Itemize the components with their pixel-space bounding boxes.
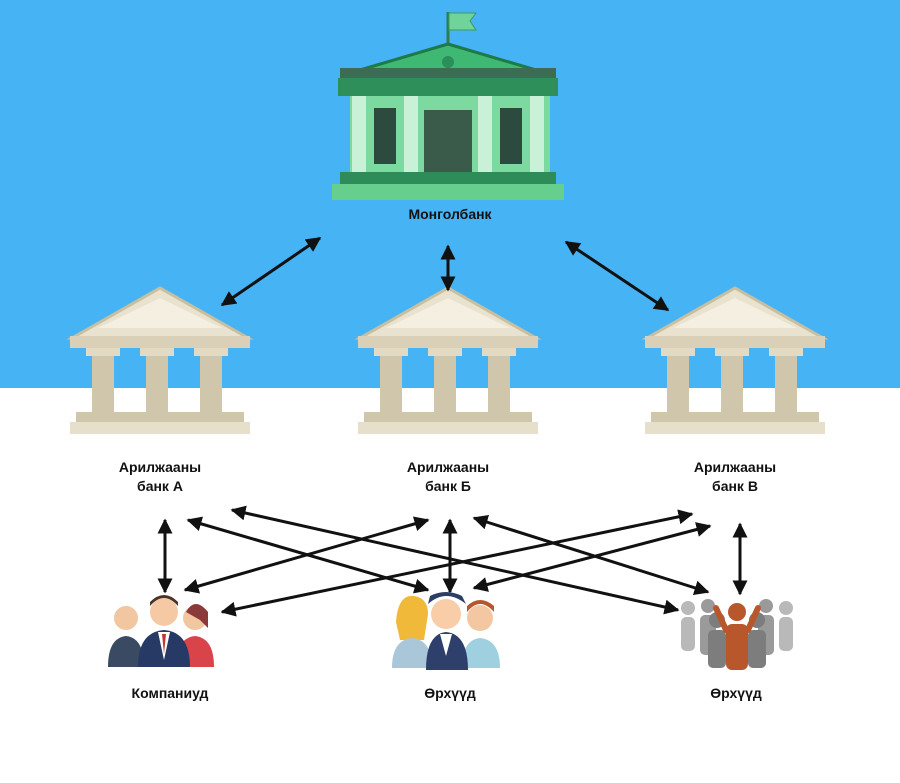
households-label-c: Өрхүүд <box>710 685 762 701</box>
households-label-b: Өрхүүд <box>424 685 476 701</box>
central-bank <box>332 12 564 200</box>
flag-icon <box>446 12 477 46</box>
bank-b-label-line1: Арилжааны <box>406 459 490 475</box>
bank-b-label: Арилжааны банк Б <box>348 458 548 496</box>
bank-a-label-line1: Арилжааны <box>118 459 202 475</box>
bank-c-label-line1: Арилжааны <box>693 459 777 475</box>
bank-b-label-line2: банк Б <box>425 478 471 494</box>
bank-building-icon <box>643 286 827 436</box>
bank-a-label-line2: банк А <box>137 478 183 494</box>
crowd-icon <box>681 599 793 670</box>
bank-b <box>356 286 540 436</box>
business-people-icon <box>108 595 214 667</box>
central-bank-label: Монголбанк <box>408 206 492 222</box>
bank-a <box>68 286 252 436</box>
arrow-central-bank-a <box>220 236 322 307</box>
bank-c <box>643 286 827 436</box>
bank-c-label-line2: банк В <box>712 478 758 494</box>
arrow-central-bank-c <box>564 240 670 312</box>
arrows-banks-to-clients <box>157 505 748 617</box>
companies-label: Компаниуд <box>131 685 209 701</box>
bank-a-label: Арилжааны банк А <box>60 458 260 496</box>
central-bank-building-icon <box>332 42 564 200</box>
bank-c-label: Арилжааны банк В <box>635 458 835 496</box>
arrow-bank-b-households-c <box>472 514 710 596</box>
bank-building-icon <box>356 286 540 436</box>
arrows-central-to-banks <box>220 236 670 312</box>
family-icon <box>392 592 500 670</box>
bank-building-icon <box>68 286 252 436</box>
arrow-bank-c-households-b <box>472 522 712 592</box>
